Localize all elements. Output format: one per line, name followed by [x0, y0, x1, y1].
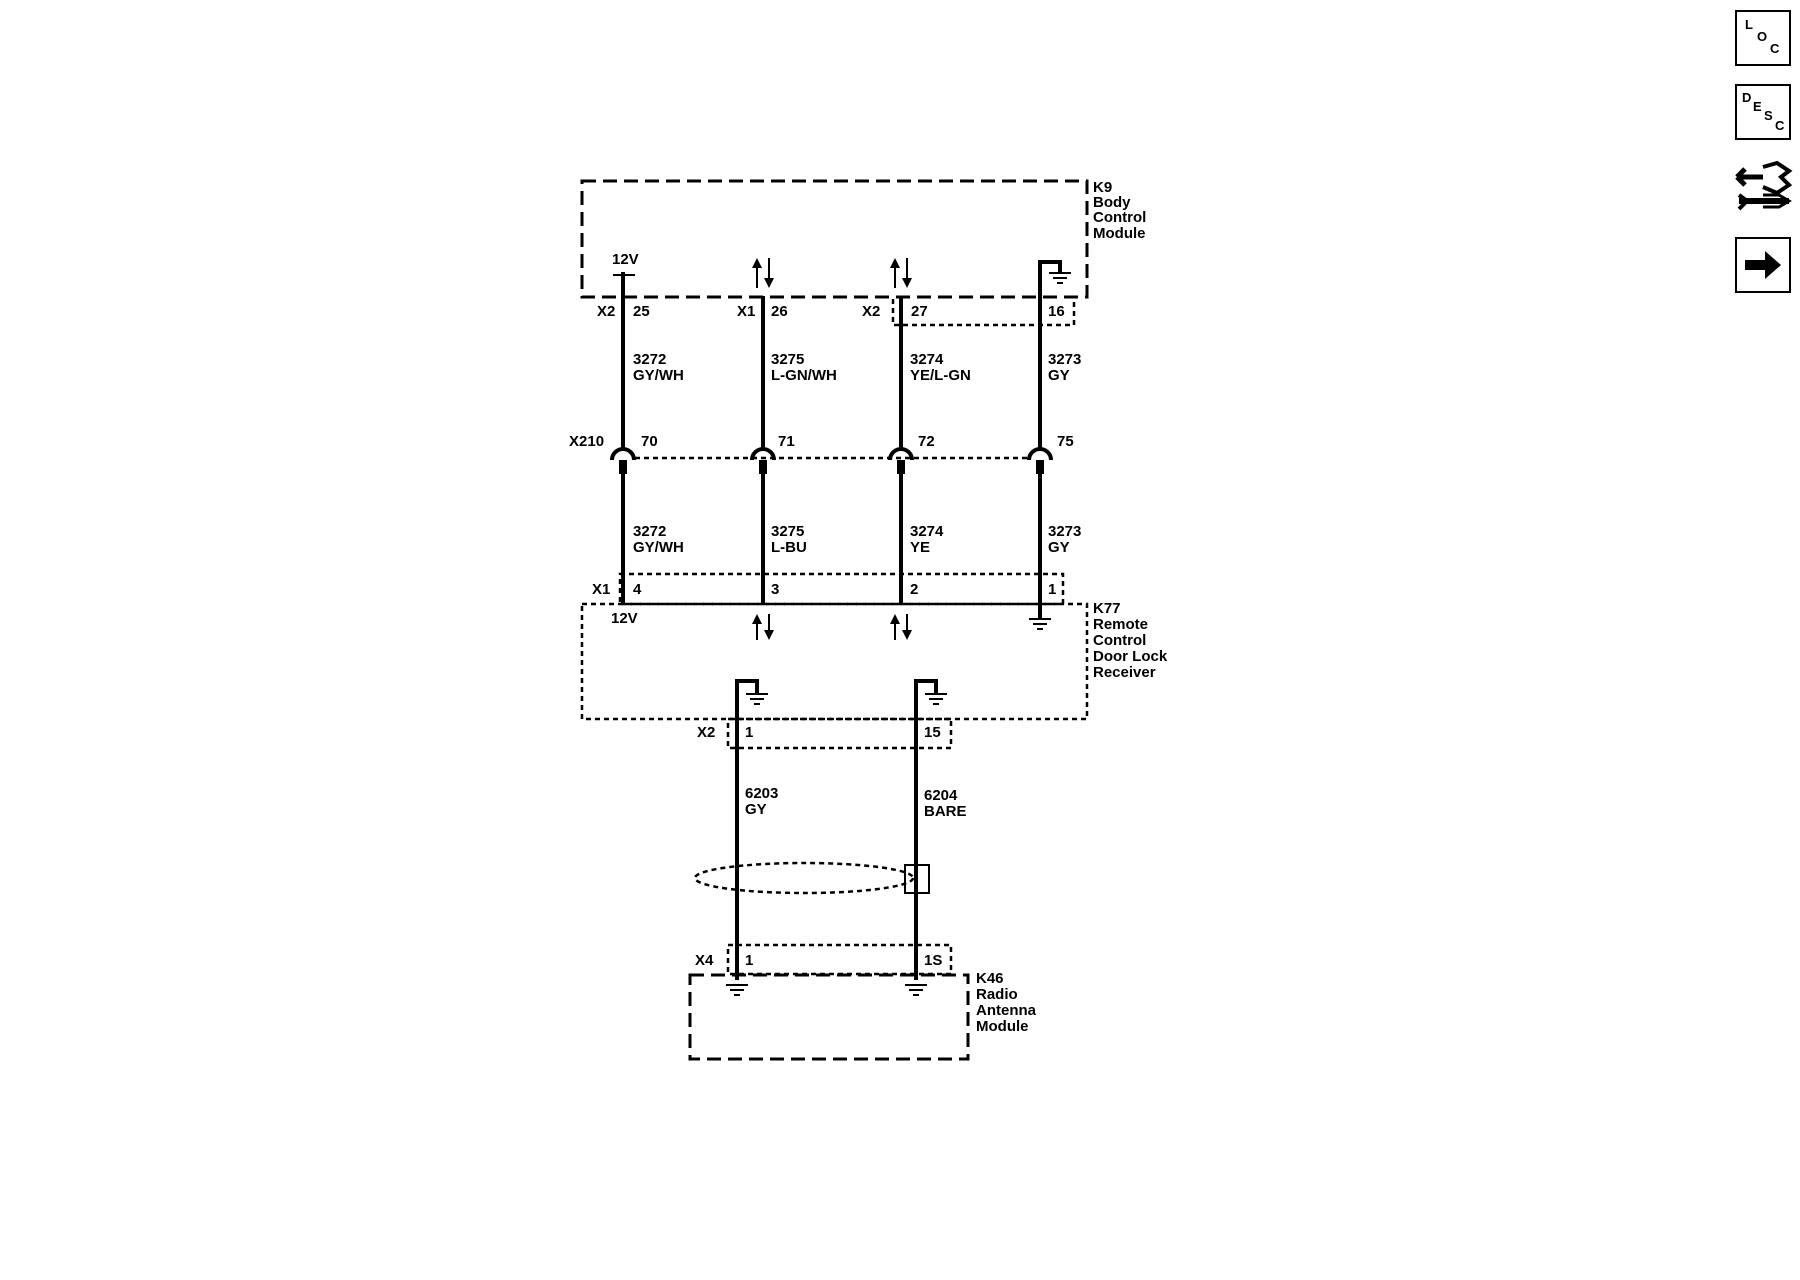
- antenna-wire-2-circuit: 6204: [924, 787, 958, 804]
- upper-wire-3-circuit: 3274: [910, 351, 944, 368]
- lower-wire-3-color: YE: [910, 539, 930, 556]
- x210-label: X210: [569, 433, 604, 450]
- k77-ground-icon: [1029, 618, 1051, 630]
- desc-letter-3: S: [1764, 108, 1773, 123]
- k9-pin-3: 27: [911, 303, 928, 320]
- k77-12v-label: 12V: [611, 610, 638, 627]
- k46-ground-icon: [905, 984, 927, 996]
- k9-module-name-1: Body: [1093, 194, 1131, 211]
- lower-wire-2-color: L-BU: [771, 539, 807, 556]
- antenna-wire-2-color: BARE: [924, 803, 967, 820]
- k9-pin-4: 16: [1048, 303, 1065, 320]
- k9-12v-label: 12V: [612, 251, 639, 268]
- lower-wire-1-color: GY/WH: [633, 539, 684, 556]
- x210-pin-3: 72: [918, 433, 935, 450]
- k9-bidirectional-arrow-icon: [752, 258, 774, 288]
- k77-x1-pin-1: 4: [633, 581, 642, 598]
- k77-bidirectional-arrow-icon: [752, 614, 774, 640]
- lower-wire-4-color: GY: [1048, 539, 1070, 556]
- k77-bidirectional-arrow-icon: [890, 614, 912, 640]
- k46-module-name-2: Antenna: [976, 1002, 1037, 1019]
- k77-shield-ground-icon: [735, 679, 768, 735]
- loc-button[interactable]: L O C: [1735, 10, 1791, 66]
- upper-wire-2-circuit: 3275: [771, 351, 804, 368]
- k77-x1-connector-outline: [618, 572, 1065, 606]
- desc-letter-2: E: [1753, 99, 1762, 114]
- k77-x2-connector-outline: [726, 717, 953, 750]
- k77-module-name-3: Door Lock: [1093, 648, 1168, 665]
- desc-button[interactable]: D E S C: [1735, 84, 1791, 140]
- k46-module-name-3: Module: [976, 1018, 1029, 1035]
- k9-bidirectional-arrow-icon: [890, 258, 912, 288]
- k9-pin-2: 26: [771, 303, 788, 320]
- x210-terminal-pin-3: [888, 447, 914, 474]
- k46-module-id: K46: [976, 970, 1004, 987]
- lower-wire-3-circuit: 3274: [910, 523, 944, 540]
- lower-wire-4-circuit: 3273: [1048, 523, 1081, 540]
- k77-module-id: K77: [1093, 600, 1121, 617]
- k9-connector-3: X2: [862, 303, 880, 320]
- lower-wire-2-circuit: 3275: [771, 523, 804, 540]
- x210-terminal-pin-1: [610, 447, 636, 474]
- k77-x1-pin-2: 3: [771, 581, 779, 598]
- k46-ground-icon: [726, 984, 748, 996]
- k9-module-name-2: Control: [1093, 209, 1146, 226]
- x210-terminal-pin-2: [750, 447, 776, 474]
- k9-connector-1: X2: [597, 303, 615, 320]
- k9-ground-icon: [1038, 260, 1071, 300]
- k46-x4-pin-2: 1S: [924, 952, 942, 969]
- k9-pin-1: 25: [633, 303, 650, 320]
- k77-x2-label: X2: [697, 724, 715, 741]
- k46-module-outline: [688, 973, 970, 1061]
- k77-x2-pin-1: 1: [745, 724, 753, 741]
- x210-pin-1: 70: [641, 433, 658, 450]
- connector-tool-button[interactable]: [1733, 155, 1795, 219]
- loc-letter-3: C: [1770, 41, 1780, 56]
- upper-wire-4-circuit: 3273: [1048, 351, 1081, 368]
- upper-wire-4-color: GY: [1048, 367, 1070, 384]
- k77-module-name-4: Receiver: [1093, 664, 1156, 681]
- k9-connector-2: X1: [737, 303, 755, 320]
- desc-letter-1: D: [1742, 90, 1752, 105]
- loc-letter-2: O: [1757, 29, 1768, 44]
- upper-wire-3-color: YE/L-GN: [910, 367, 971, 384]
- k77-module-outline: [580, 602, 1089, 721]
- k77-x2-pin-2: 15: [924, 724, 941, 741]
- upper-wire-2-color: L-GN/WH: [771, 367, 837, 384]
- k77-x1-pin-3: 2: [910, 581, 918, 598]
- lower-wire-1-circuit: 3272: [633, 523, 666, 540]
- antenna-wire-1-color: GY: [745, 801, 767, 818]
- shield-drain-box: [904, 864, 930, 894]
- coax-shield-outline: [693, 861, 915, 895]
- x210-pin-2: 71: [778, 433, 795, 450]
- k9-module-id: K9: [1093, 179, 1112, 196]
- connector-tool-icon: [1735, 160, 1793, 211]
- right-arrow-icon: [1745, 251, 1781, 279]
- k9-x2-shared-connector-outline: [891, 299, 1076, 327]
- upper-wire-1-circuit: 3272: [633, 351, 666, 368]
- loc-letter-1: L: [1745, 17, 1753, 32]
- upper-wire-1-color: GY/WH: [633, 367, 684, 384]
- desc-letter-4: C: [1775, 118, 1785, 133]
- next-button[interactable]: [1735, 237, 1791, 293]
- x210-terminal-pin-4: [1027, 447, 1053, 474]
- k77-module-name-1: Remote: [1093, 616, 1148, 633]
- k77-x1-label: X1: [592, 581, 610, 598]
- antenna-wire-1-circuit: 6203: [745, 785, 778, 802]
- k46-x4-pin-1: 1: [745, 952, 753, 969]
- k77-x1-pin-4: 1: [1048, 581, 1056, 598]
- k9-module-name-3: Module: [1093, 225, 1146, 242]
- k77-module-name-2: Control: [1093, 632, 1146, 649]
- k46-x4-label: X4: [695, 952, 714, 969]
- k77-shield-ground-icon: [914, 679, 947, 735]
- k46-module-name-1: Radio: [976, 986, 1018, 1003]
- x210-pin-4: 75: [1057, 433, 1074, 450]
- k9-module-outline: [580, 179, 1089, 299]
